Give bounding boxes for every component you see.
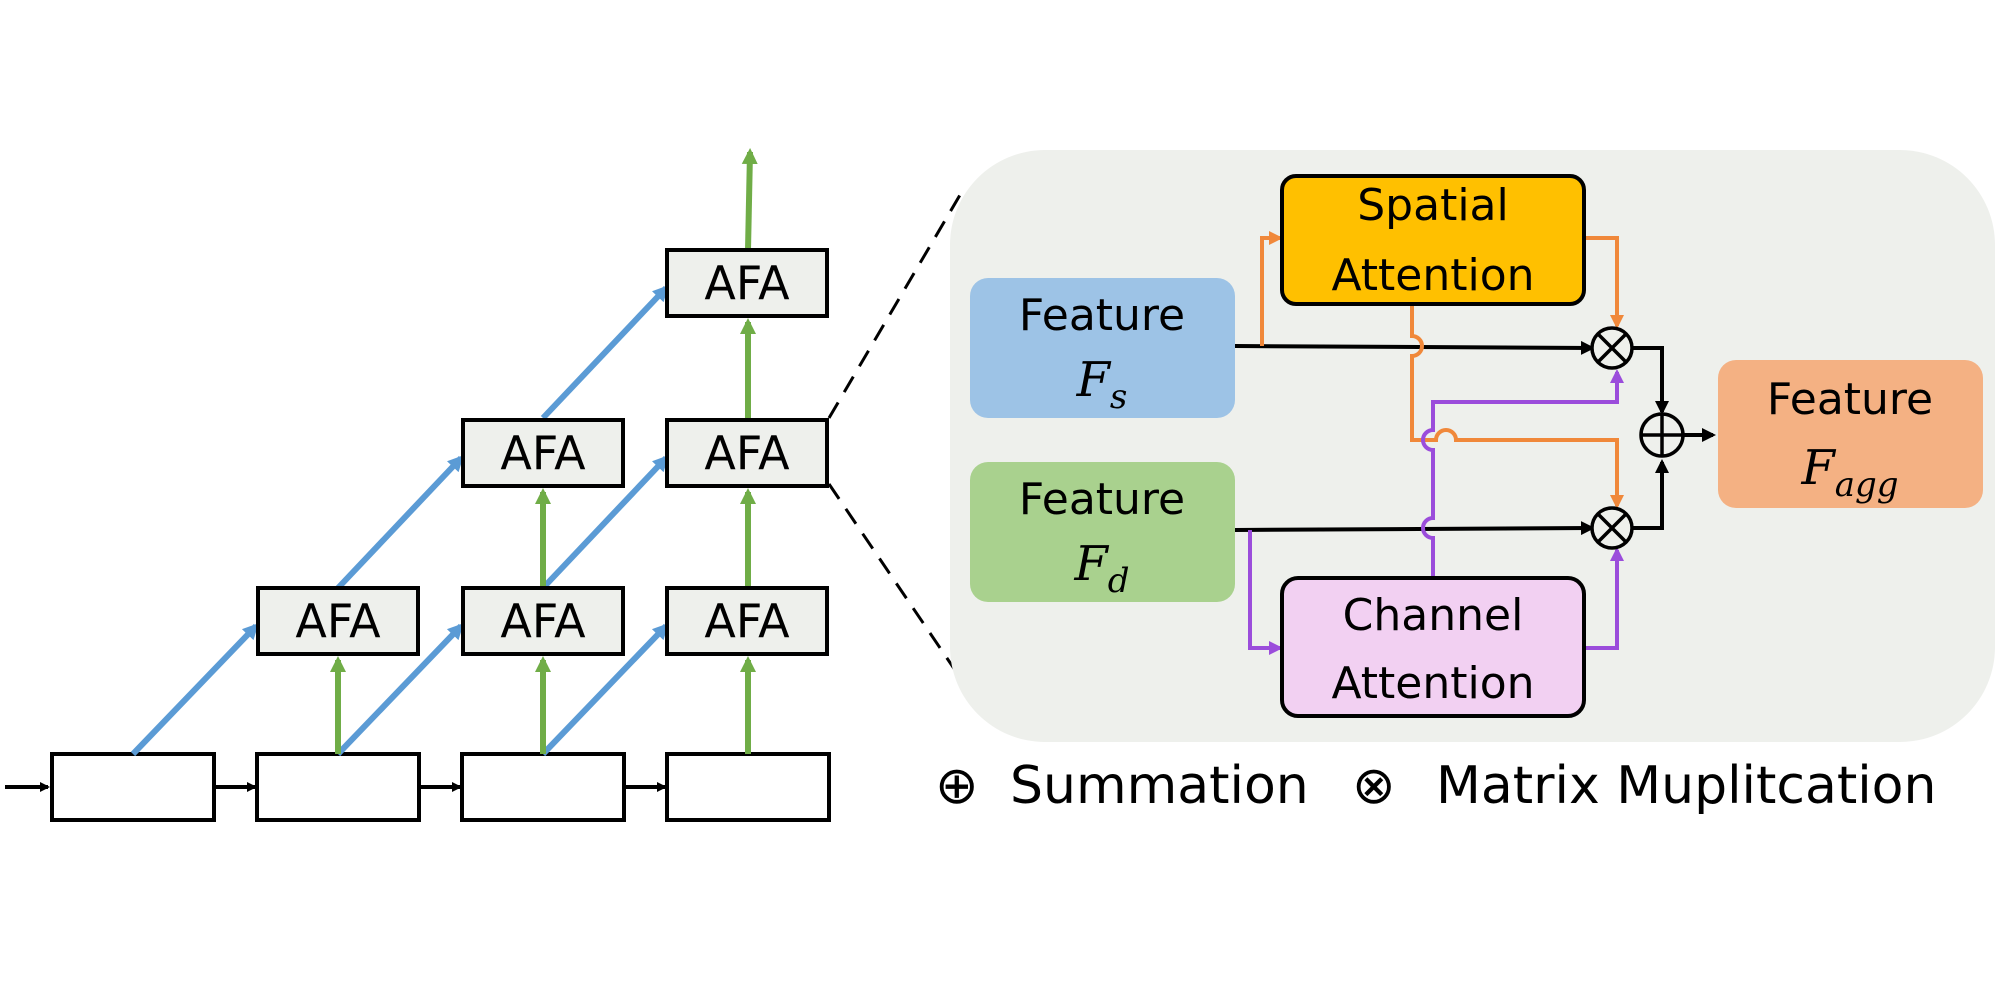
- afa-label: AFA: [500, 426, 586, 480]
- blue-skip-arrow: [540, 623, 669, 757]
- channel-attention-box: Channel Attention: [1280, 576, 1586, 718]
- afa-block: AFA: [461, 418, 625, 488]
- afa-label: AFA: [704, 594, 790, 648]
- summation-label: Summation: [1010, 756, 1309, 816]
- spatial-attention-box: Spatial Attention: [1280, 174, 1586, 306]
- mul-to-sum-line-bottom: [1628, 459, 1669, 530]
- afa-label: AFA: [704, 426, 790, 480]
- base-block: [50, 752, 216, 822]
- fd-flow-line: [1234, 521, 1595, 536]
- blue-skip-arrow: [130, 623, 259, 757]
- afa-block: AFA: [665, 586, 829, 656]
- purple-channel-to-mul-top: [1421, 369, 1624, 578]
- afa-block: AFA: [461, 586, 625, 656]
- feature-agg-title: Feature: [1767, 374, 1933, 425]
- mul-to-sum-line-top: [1628, 346, 1669, 415]
- afa-block: AFA: [665, 418, 829, 488]
- blue-skip-arrow: [540, 455, 669, 591]
- feature-d-math: Fd: [1073, 536, 1129, 601]
- base-block: [665, 752, 831, 822]
- feature-agg-box: Feature Fagg: [1718, 360, 1983, 508]
- afa-block: AFA: [665, 248, 829, 318]
- zoom-line-bottom: [827, 483, 957, 671]
- channel-line1: Channel: [1343, 590, 1524, 641]
- feature-d-box: Feature Fd: [970, 462, 1235, 602]
- summation-symbol: ⊕: [935, 756, 979, 816]
- matrix-mul-operator-top: [1590, 326, 1634, 370]
- matrix-mul-symbol: ⊗: [1352, 756, 1396, 816]
- feature-s-math: Fs: [1076, 352, 1128, 417]
- green-output-arrow: [741, 148, 758, 251]
- afa-block: AFA: [256, 586, 420, 656]
- matrix-mul-operator-bottom: [1590, 506, 1634, 550]
- blue-skip-arrow: [335, 455, 464, 591]
- base-block: [460, 752, 626, 822]
- feature-d-title: Feature: [1019, 474, 1185, 525]
- afa-detail-panel: Spatial Attention Channel Attention Feat…: [950, 150, 1995, 742]
- summation-operator: [1639, 412, 1685, 458]
- afa-label: AFA: [704, 256, 790, 310]
- fs-flow-line: [1234, 340, 1595, 355]
- orange-spatial-to-mul-top: [1585, 236, 1624, 329]
- zoom-line-top: [827, 194, 962, 419]
- afa-label: AFA: [295, 594, 381, 648]
- legend: ⊕ Summation ⊗ Matrix Muplitcation: [935, 756, 1936, 816]
- blue-skip-arrow: [335, 623, 464, 757]
- feature-s-title: Feature: [1019, 290, 1185, 341]
- purple-channel-to-mul-bottom: [1585, 547, 1624, 650]
- feature-s-box: Feature Fs: [970, 278, 1235, 418]
- orange-to-spatial: [1260, 231, 1283, 346]
- spatial-line1: Spatial: [1357, 180, 1509, 231]
- blue-skip-arrow: [540, 285, 669, 421]
- channel-line2: Attention: [1331, 658, 1534, 709]
- base-block: [255, 752, 421, 822]
- afa-hierarchy: AFA AFA AFA AFA AFA AFA: [5, 148, 831, 822]
- matrix-mul-label: Matrix Muplitcation: [1436, 756, 1936, 816]
- spatial-line2: Attention: [1331, 250, 1534, 301]
- afa-label: AFA: [500, 594, 586, 648]
- feature-agg-math: Fagg: [1800, 440, 1898, 505]
- purple-to-channel: [1248, 530, 1283, 655]
